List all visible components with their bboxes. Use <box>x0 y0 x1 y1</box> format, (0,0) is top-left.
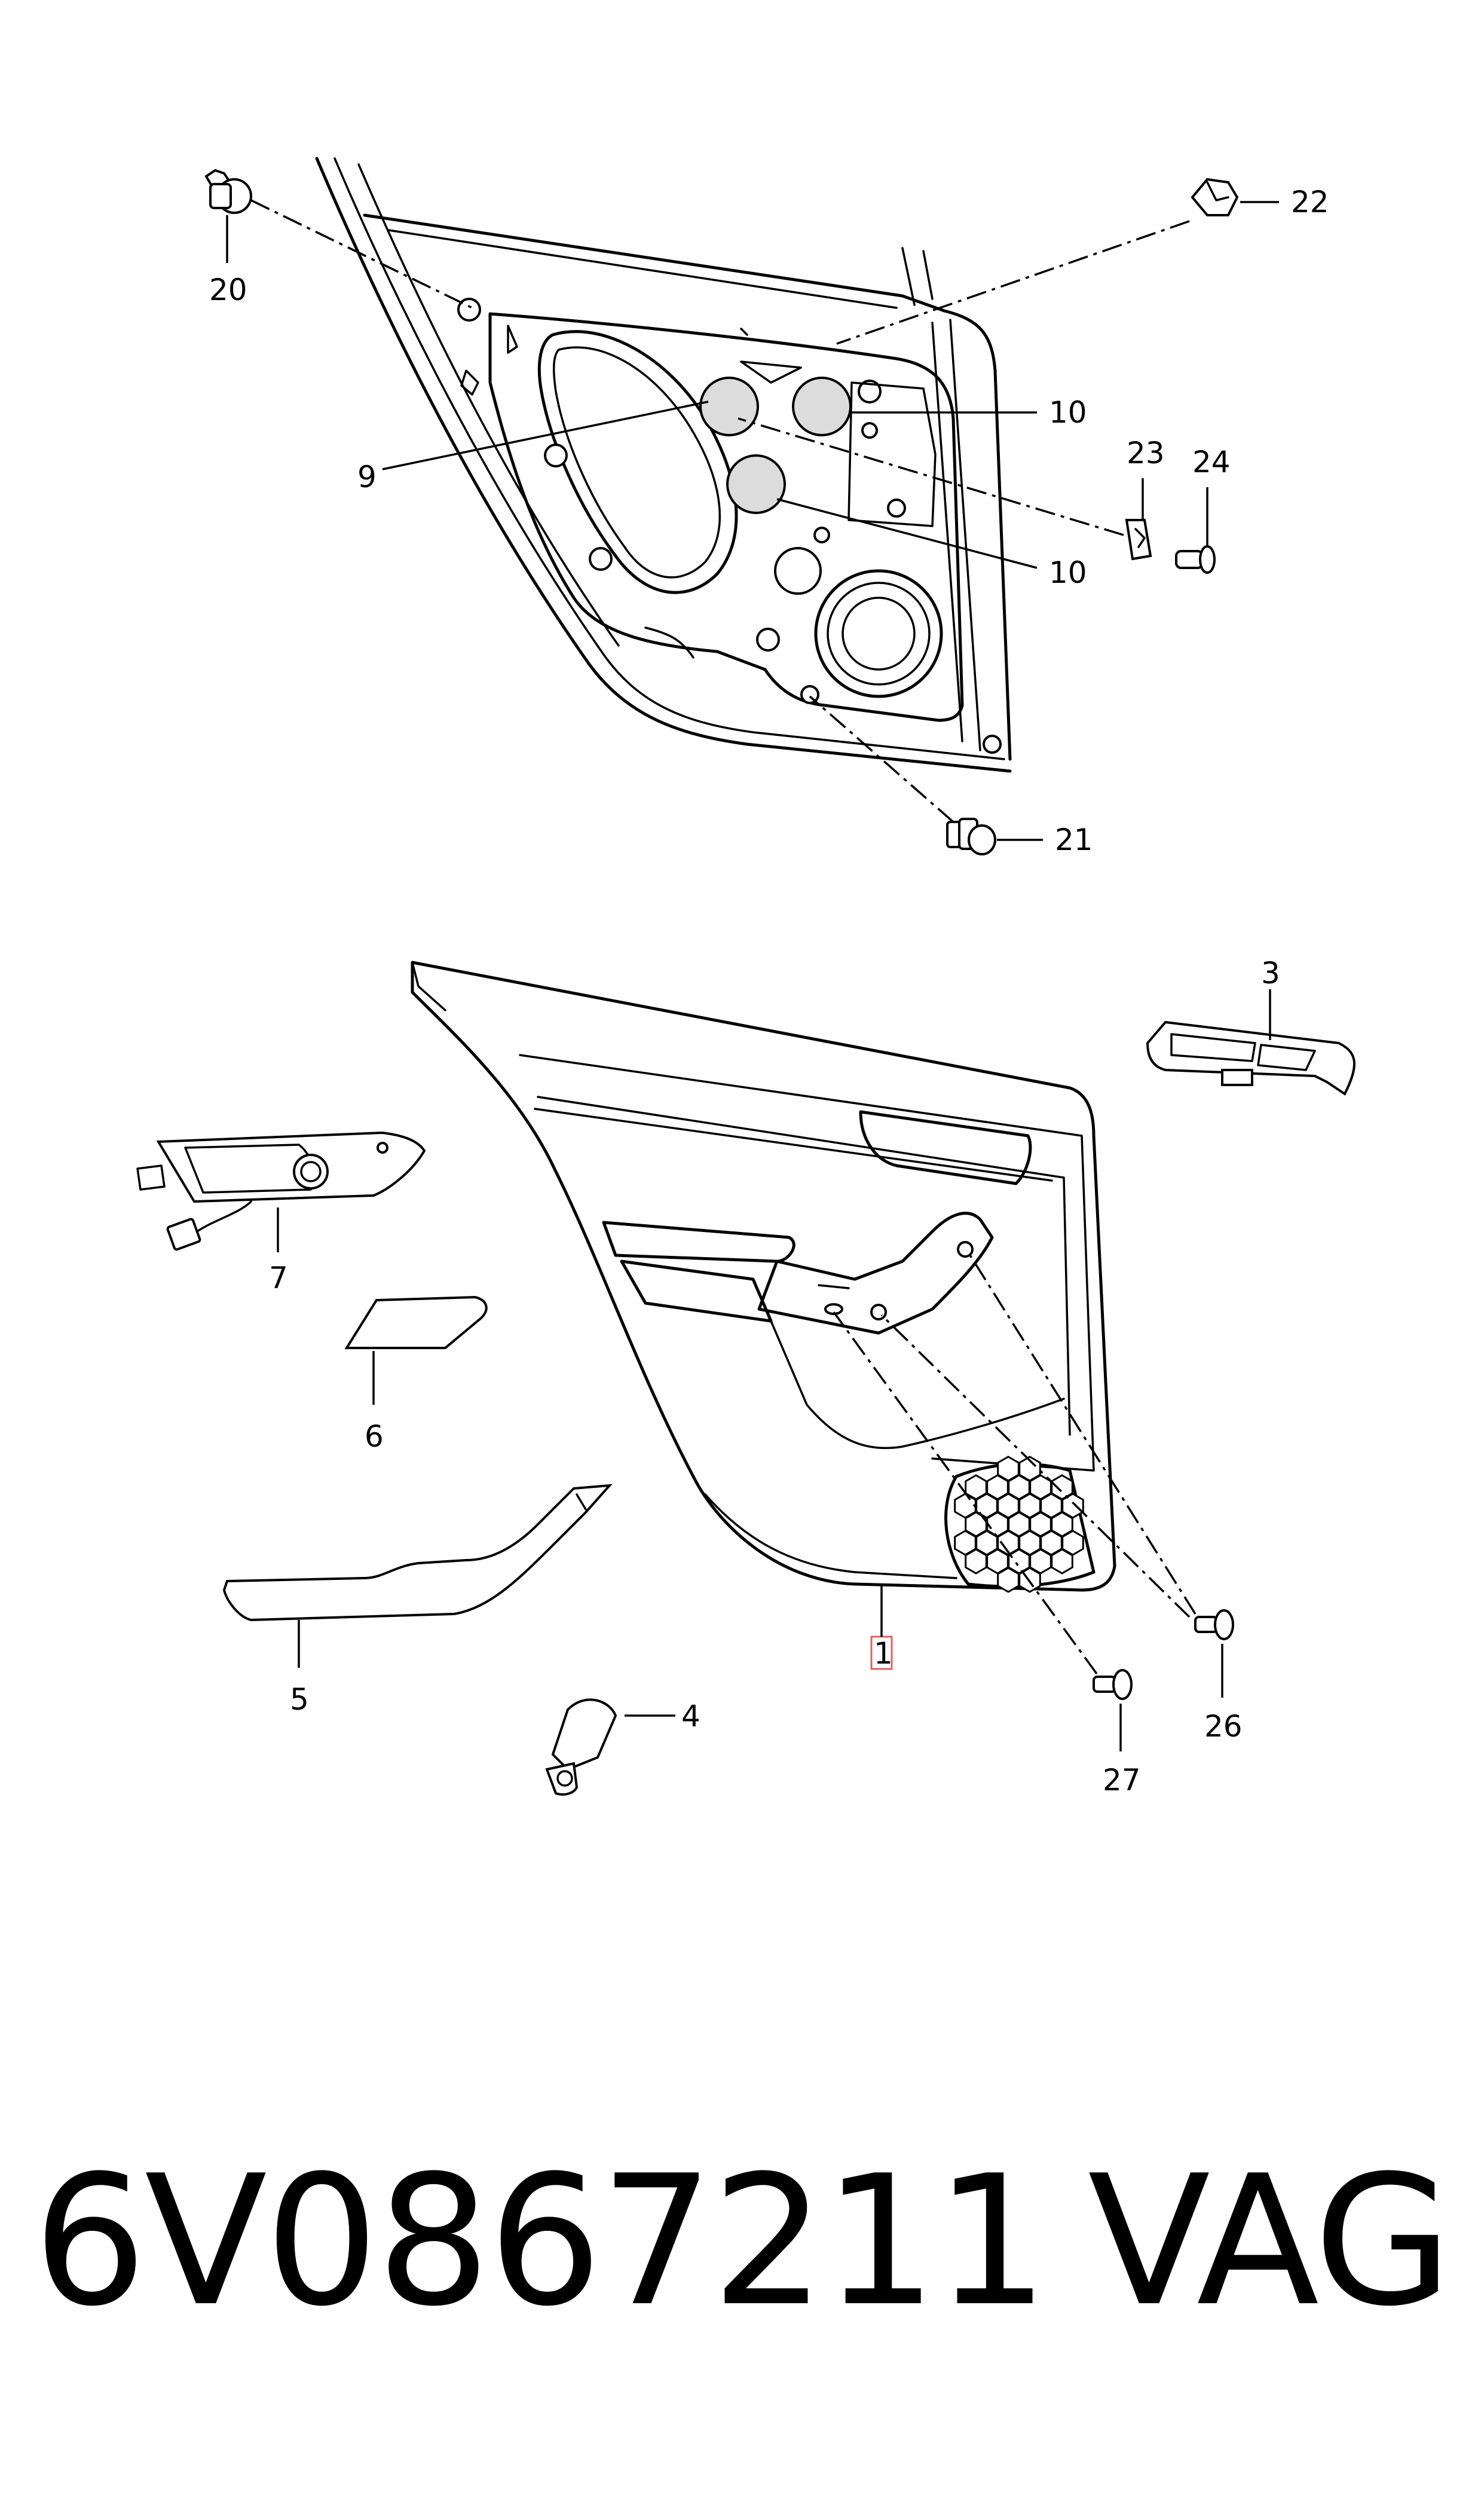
part-5-armrest-strip <box>222 1484 613 1622</box>
brand-name: VAG <box>1088 2137 1452 2346</box>
part-27-screw <box>1093 1669 1133 1700</box>
speaker-grille-pattern <box>954 1456 1084 1593</box>
callout-1: 1 <box>874 1636 893 1671</box>
part-number: 6V0867211 <box>33 2137 1049 2346</box>
part-20-clip <box>204 169 252 214</box>
callout-3: 3 <box>1261 956 1280 990</box>
callout-23: 23 <box>1127 436 1165 470</box>
part-21-grommet <box>946 818 996 855</box>
part-26-screw <box>1194 1609 1234 1640</box>
callout-22: 22 <box>1291 185 1329 219</box>
callout-10-lower: 10 <box>1049 555 1087 590</box>
callout-9: 9 <box>357 460 377 494</box>
part-3-switch-trim <box>1146 1020 1356 1096</box>
part-23-clip <box>1125 519 1152 561</box>
callout-21: 21 <box>1055 823 1093 857</box>
door-trim-panel <box>411 961 1116 1593</box>
part-7-door-handle <box>136 1131 426 1251</box>
callout-24: 24 <box>1192 445 1231 479</box>
callout-5: 5 <box>290 1682 309 1717</box>
part-6-insert <box>344 1295 488 1349</box>
grille-cell <box>997 1567 1020 1593</box>
part-24-screw <box>1175 545 1216 574</box>
callout-4: 4 <box>681 1699 700 1734</box>
callout-20: 20 <box>209 273 247 307</box>
callout-26: 26 <box>1204 1709 1243 1744</box>
callout-27: 27 <box>1103 1763 1141 1797</box>
grille-cell <box>965 1548 987 1575</box>
callout-6: 6 <box>365 1419 384 1454</box>
part-22-clip <box>1191 178 1239 216</box>
callout-10-upper: 10 <box>1049 395 1087 430</box>
grille-cell <box>1051 1548 1073 1575</box>
part-4-window-crank <box>545 1698 617 1796</box>
callout-7: 7 <box>269 1261 288 1295</box>
door-inner-panel <box>315 157 1012 773</box>
